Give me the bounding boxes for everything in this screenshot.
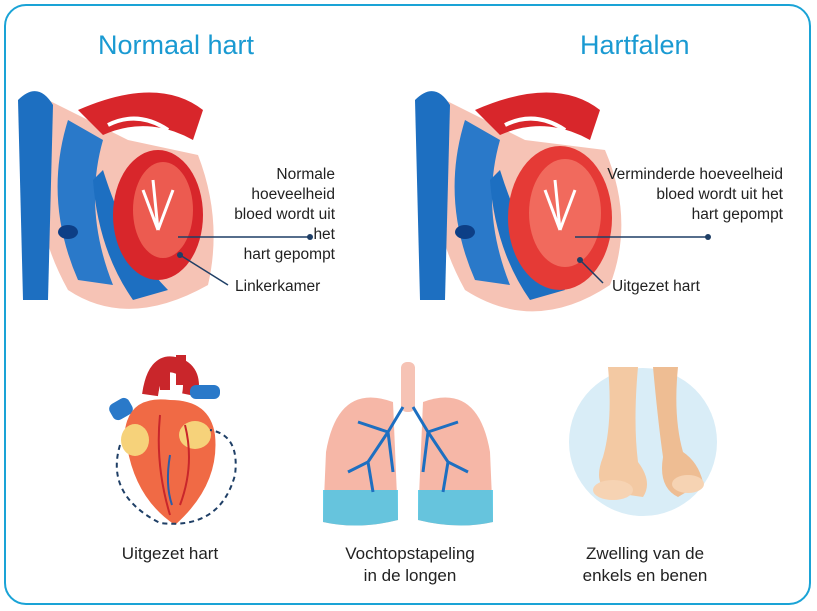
failure-pump-label: Verminderde hoeveelheid bloed wordt uit … — [600, 165, 783, 225]
symptom-caption-enlarged-heart: Uitgezet hart — [80, 543, 260, 565]
uitgezet-hart-callout-label: Uitgezet hart — [612, 277, 700, 297]
symptom-caption-lungs: Vochtopstapeling in de longen — [300, 543, 520, 587]
lungs-fluid-icon — [318, 362, 498, 532]
enlarged-heart-icon — [100, 355, 240, 535]
symptom-caption-feet: Zwelling van de enkels en benen — [555, 543, 735, 587]
swollen-feet-icon — [568, 362, 718, 522]
